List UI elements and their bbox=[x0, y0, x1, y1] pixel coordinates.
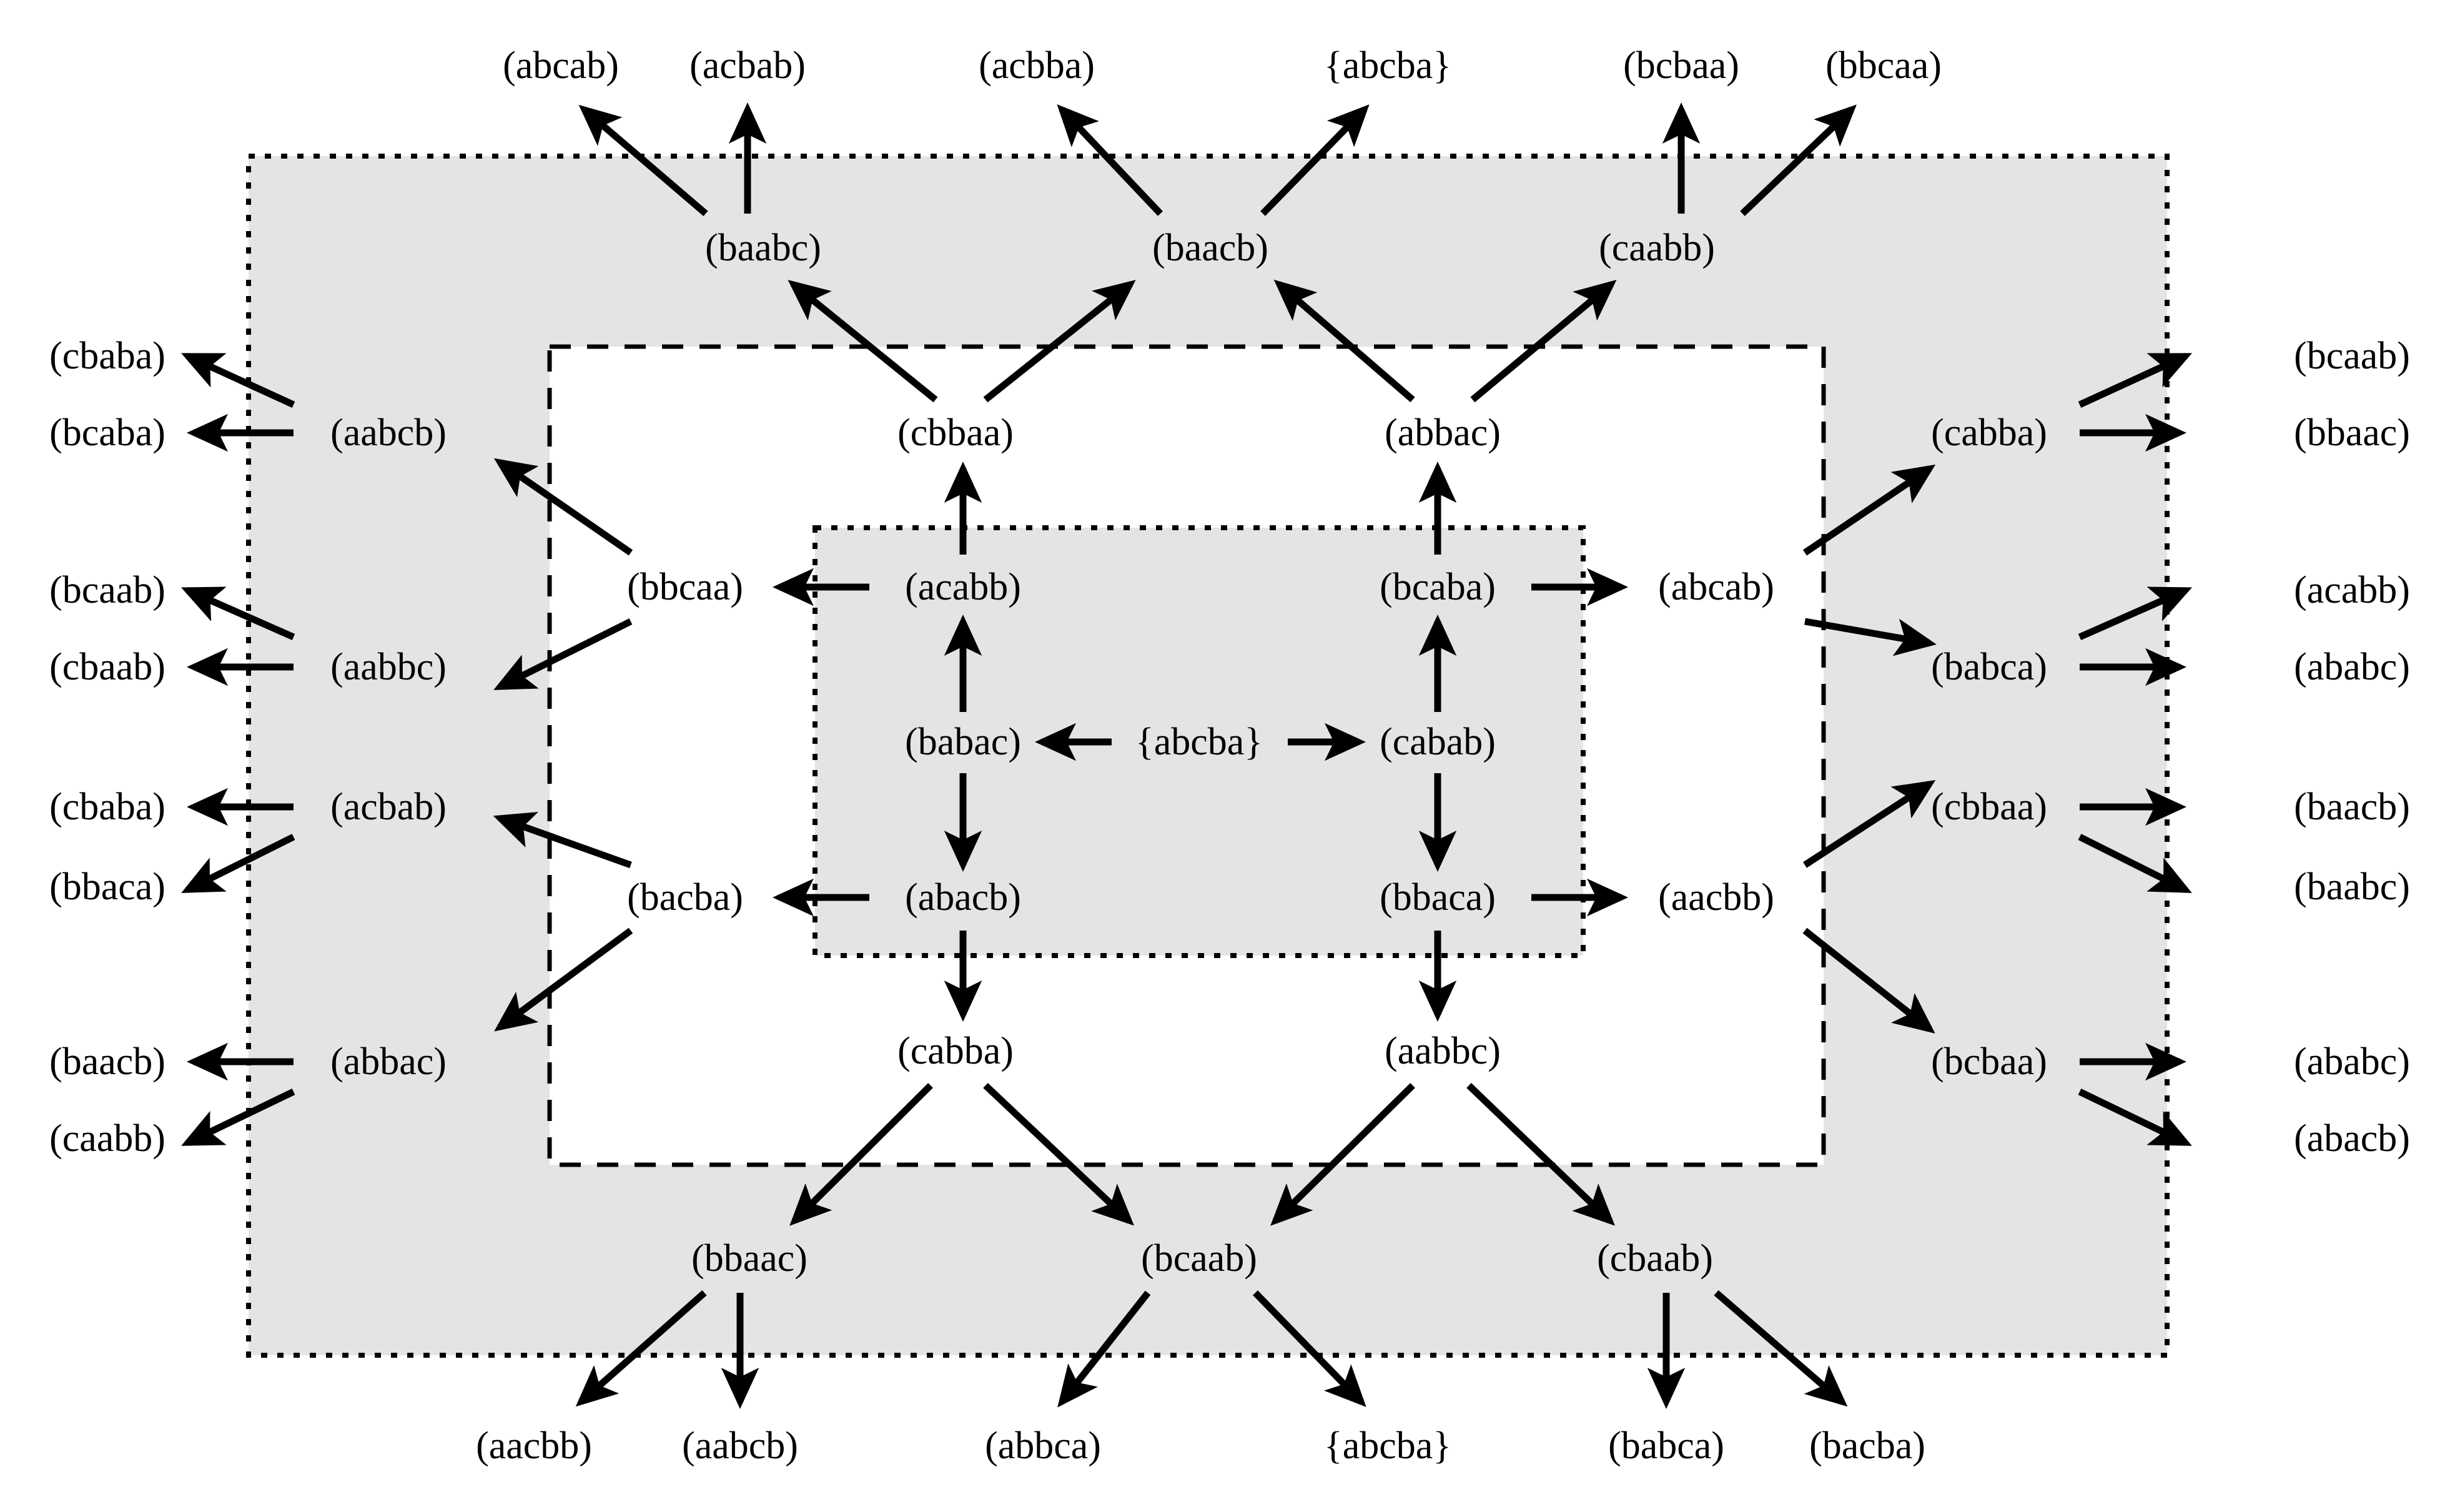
region-boxes bbox=[246, 154, 2170, 1358]
node-label-n50: (abacb) bbox=[2294, 1117, 2410, 1160]
edge-arrow-n7-to-n20 bbox=[493, 618, 633, 690]
edge-arrow-n21-to-n40 bbox=[181, 834, 295, 893]
edge-arrow-n23-to-n29 bbox=[578, 104, 708, 217]
node-label-n47: (baacb) bbox=[2294, 786, 2410, 828]
edge-arrow-n24-to-n32 bbox=[1260, 104, 1370, 216]
edge-arrow-n27-to-n53 bbox=[1057, 1290, 1151, 1408]
node-label-n45: (acabb) bbox=[2294, 569, 2410, 611]
node-label-n53: (abbca) bbox=[985, 1425, 1101, 1467]
edge-arrow-n8-to-n13 bbox=[1802, 464, 1936, 556]
node-label-n8: (abcab) bbox=[1658, 566, 1774, 608]
node-label-n18: (aabbc) bbox=[1385, 1030, 1501, 1072]
node-label-n31: (acbba) bbox=[979, 44, 1095, 87]
node-label-n3: (acabb) bbox=[905, 566, 1021, 608]
edge-arrows bbox=[180, 102, 2193, 1409]
edge-arrow-n10-to-n15 bbox=[1803, 780, 1936, 868]
node-label-n30: (acbab) bbox=[689, 44, 806, 87]
node-label-n44: (bbaac) bbox=[2294, 412, 2410, 454]
node-label-n51: (aacbb) bbox=[476, 1425, 592, 1467]
node-label-n0: {abcba} bbox=[1135, 721, 1263, 763]
edge-arrow-n9-to-n22 bbox=[494, 927, 633, 1032]
node-label-n25: (caabb) bbox=[1599, 227, 1715, 269]
edge-arrow-n14-to-n45 bbox=[2078, 586, 2193, 641]
edge-arrow-n10-to-n16 bbox=[1802, 927, 1935, 1034]
node-label-n28: (cbaab) bbox=[1597, 1237, 1713, 1280]
edge-arrow-n25-to-n34 bbox=[1740, 104, 1857, 216]
node-label-n27: (bcaab) bbox=[1141, 1237, 1257, 1280]
edge-arrow-n11-to-n24 bbox=[983, 280, 1136, 403]
node-label-n9: (bacba) bbox=[627, 876, 743, 919]
edge-arrow-n7-to-n19 bbox=[493, 458, 633, 556]
inner-shaded-region bbox=[813, 525, 1586, 958]
node-label-n39: (cbaba) bbox=[49, 786, 165, 828]
node-label-n6: (bbaca) bbox=[1380, 876, 1496, 919]
node-label-n10: (aacbb) bbox=[1658, 876, 1774, 919]
edge-arrow-n28-to-n56 bbox=[1714, 1290, 1848, 1407]
edge-arrow-n17-to-n27 bbox=[983, 1082, 1135, 1226]
edge-arrow-n17-to-n26 bbox=[789, 1083, 933, 1226]
node-label-n14: (babca) bbox=[1931, 646, 2047, 688]
edge-arrow-n26-to-n51 bbox=[575, 1290, 707, 1407]
edge-arrow-n12-to-n24 bbox=[1273, 279, 1415, 403]
node-label-n1: (babac) bbox=[905, 721, 1021, 763]
edge-arrow-n18-to-n27 bbox=[1270, 1083, 1415, 1226]
node-label-n41: (baacb) bbox=[49, 1040, 165, 1083]
edge-arrow-n15-to-n48 bbox=[2078, 834, 2192, 893]
edge-arrow-n18-to-n28 bbox=[1466, 1083, 1615, 1226]
node-label-n24: (baacb) bbox=[1152, 227, 1268, 269]
node-label-n54: {abcba} bbox=[1323, 1425, 1452, 1467]
node-label-n38: (cbaab) bbox=[49, 646, 165, 688]
node-label-n33: (bcbaa) bbox=[1623, 44, 1739, 87]
node-label-n36: (bcaba) bbox=[49, 412, 165, 454]
edge-arrow-n11-to-n23 bbox=[788, 280, 938, 403]
node-label-n19: (aabcb) bbox=[330, 412, 447, 454]
node-label-n23: (baabc) bbox=[705, 227, 821, 269]
node-label-n32: {abcba} bbox=[1323, 44, 1452, 87]
node-label-n15: (cbbaa) bbox=[1931, 786, 2047, 828]
node-label-n20: (aabbc) bbox=[330, 646, 447, 688]
edge-arrow-n12-to-n25 bbox=[1470, 279, 1617, 403]
node-label-n26: (bbaac) bbox=[691, 1237, 808, 1280]
node-label-n12: (abbac) bbox=[1385, 412, 1501, 454]
node-label-n43: (bcaab) bbox=[2294, 335, 2410, 377]
node-label-n42: (caabb) bbox=[49, 1117, 165, 1160]
node-label-n13: (cabba) bbox=[1931, 412, 2047, 454]
node-label-n46: (ababc) bbox=[2294, 646, 2410, 688]
node-label-n16: (bcbaa) bbox=[1931, 1040, 2047, 1083]
edge-arrow-n20-to-n37 bbox=[180, 586, 295, 641]
node-label-n34: (bbcaa) bbox=[1825, 44, 1942, 87]
node-label-n55: (babca) bbox=[1608, 1425, 1724, 1467]
edge-arrow-n24-to-n31 bbox=[1057, 104, 1163, 216]
edge-arrow-n8-to-n14 bbox=[1804, 618, 1937, 656]
edge-arrow-n22-to-n42 bbox=[181, 1089, 295, 1146]
node-label-n4: (bcaba) bbox=[1380, 566, 1496, 608]
edge-arrow-n16-to-n50 bbox=[2078, 1089, 2192, 1146]
node-label-n49: (ababc) bbox=[2294, 1040, 2410, 1083]
node-label-n2: (cabab) bbox=[1380, 721, 1496, 763]
edge-arrow-n27-to-n54 bbox=[1253, 1290, 1366, 1407]
node-label-n17: (cabba) bbox=[897, 1030, 1014, 1072]
node-label-n7: (bbcaa) bbox=[627, 566, 743, 608]
edge-arrow-n13-to-n43 bbox=[2078, 353, 2192, 408]
node-label-n22: (abbac) bbox=[330, 1040, 447, 1083]
node-label-n11: (cbbaa) bbox=[897, 412, 1014, 454]
node-label-n40: (bbaca) bbox=[49, 866, 165, 908]
node-label-n5: (abacb) bbox=[905, 876, 1021, 919]
node-label-n52: (aabcb) bbox=[682, 1425, 798, 1467]
edge-arrow-n19-to-n35 bbox=[181, 353, 295, 408]
node-label-n48: (baabc) bbox=[2294, 866, 2410, 908]
node-label-n29: (abcab) bbox=[503, 44, 619, 87]
node-label-n21: (acbab) bbox=[330, 786, 447, 828]
node-label-n35: (cbaba) bbox=[49, 335, 165, 377]
node-label-n37: (bcaab) bbox=[49, 569, 165, 611]
node-label-n56: (bacba) bbox=[1809, 1425, 1925, 1467]
edge-arrow-n9-to-n21 bbox=[493, 812, 632, 869]
